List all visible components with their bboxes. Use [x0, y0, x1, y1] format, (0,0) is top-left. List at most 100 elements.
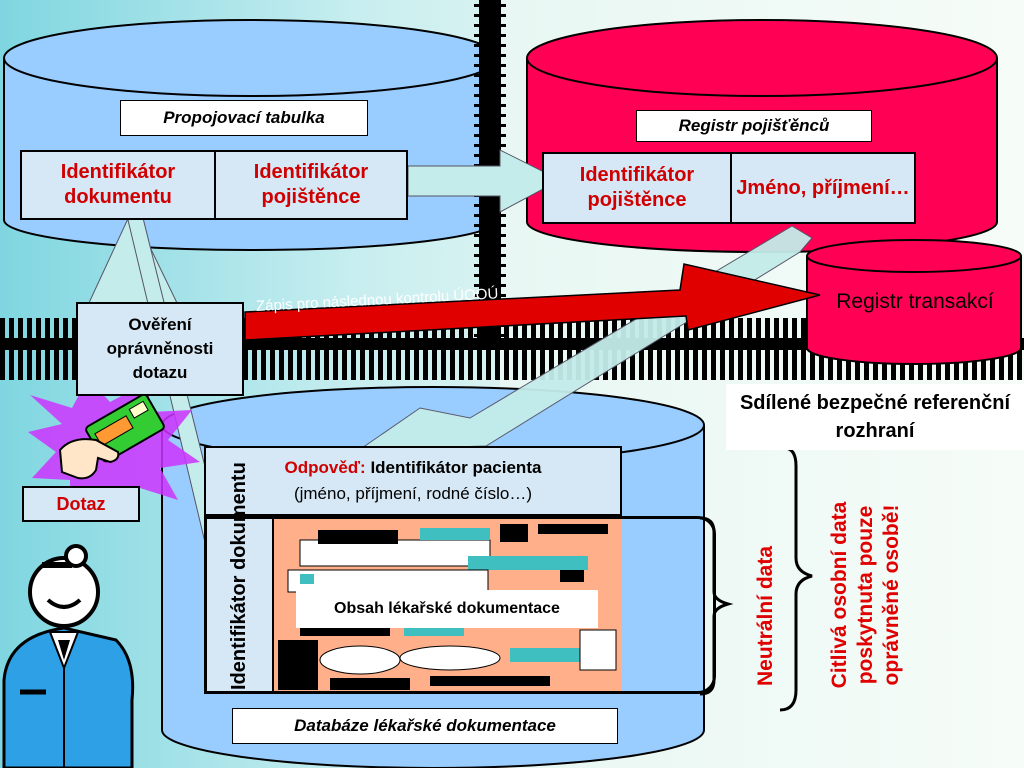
pole-tick	[474, 114, 506, 117]
pole-tick	[474, 144, 506, 147]
fence-post	[531, 318, 536, 380]
pole-tick	[474, 4, 506, 7]
pole-tick	[474, 24, 506, 27]
fence-post	[72, 318, 77, 380]
fence-post	[477, 318, 482, 380]
fence-post	[432, 318, 437, 380]
fence-post	[576, 318, 581, 380]
fence-post	[774, 318, 779, 380]
fence-post	[783, 318, 788, 380]
card-in-hand-icon	[58, 393, 165, 480]
fence-post	[18, 318, 23, 380]
fence-post	[549, 318, 554, 380]
shared-interface-label: Sdílené bezpečné referenční rozhraní	[726, 384, 1024, 450]
document-row-outline	[204, 516, 716, 694]
pole-tick	[474, 254, 506, 257]
fence-post	[405, 318, 410, 380]
fence-post	[288, 318, 293, 380]
database-label: Databáze lékařské dokumentace	[232, 708, 618, 744]
fence-post	[513, 318, 518, 380]
pole-tick	[474, 54, 506, 57]
pole-tick	[474, 14, 506, 17]
linking-table-col-document-id: Identifikátor dokumentu	[20, 150, 216, 220]
linking-table-title: Propojovací tabulka	[120, 100, 368, 136]
authorization-box: Ověření oprávněnosti dotazu	[76, 302, 244, 396]
pole-tick	[474, 294, 506, 297]
linking-table-col-insured-id: Identifikátor pojištěnce	[214, 150, 408, 220]
fence-post	[270, 318, 275, 380]
fence-post	[522, 318, 527, 380]
insured-registry-col-insured-id: Identifikátor pojištěnce	[542, 152, 732, 224]
fence-post	[333, 318, 338, 380]
pole-tick	[474, 154, 506, 157]
fence-post	[540, 318, 545, 380]
fence-post	[567, 318, 572, 380]
fence-post	[738, 318, 743, 380]
pole-tick	[474, 44, 506, 47]
red-arrow-to-transaction-registry	[244, 263, 821, 341]
fence-post	[315, 318, 320, 380]
pole-tick	[474, 274, 506, 277]
insured-registry-title: Registr pojišťěnců	[636, 110, 872, 142]
fence-post	[63, 318, 68, 380]
pole-tick	[474, 234, 506, 237]
fence-post	[369, 318, 374, 380]
response-detail: (jméno, příjmení, rodné číslo…)	[293, 484, 533, 503]
doctor-icon	[2, 544, 135, 768]
fence-post	[441, 318, 446, 380]
fence-post	[675, 318, 680, 380]
transaction-registry-label: Registr transakcí	[836, 290, 994, 313]
pole-tick	[474, 94, 506, 97]
fence-post	[450, 318, 455, 380]
fence-post	[495, 318, 500, 380]
fence-post	[297, 318, 302, 380]
pole-tick	[474, 334, 506, 337]
fence-post	[684, 318, 689, 380]
neutral-data-label: Neutrální data	[754, 545, 777, 687]
document-content-label: Obsah lékařské dokumentace	[296, 590, 598, 628]
pole-tick	[474, 134, 506, 137]
fence-post	[504, 318, 509, 380]
fence-post	[27, 318, 32, 380]
pole-tick	[474, 74, 506, 77]
insured-registry-col-name: Jméno, příjmení…	[730, 152, 916, 224]
fence-post	[36, 318, 41, 380]
pole-tick	[474, 84, 506, 87]
pole-tick	[474, 204, 506, 207]
fence-post	[9, 318, 14, 380]
fence-post	[792, 318, 797, 380]
fence-post	[387, 318, 392, 380]
fence-post	[360, 318, 365, 380]
fence-post	[666, 318, 671, 380]
pole-tick	[474, 104, 506, 107]
fence-post	[351, 318, 356, 380]
pole-tick	[474, 284, 506, 287]
pole-tick	[474, 224, 506, 227]
fence-post	[378, 318, 383, 380]
query-label: Dotaz	[22, 486, 140, 522]
fence-post	[423, 318, 428, 380]
pole-tick	[474, 124, 506, 127]
arrow-to-insured-registry	[407, 149, 562, 213]
fence-post	[279, 318, 284, 380]
sensitive-data-label: Citlivá osobní data poskytnuta pouze opr…	[828, 501, 903, 689]
fence-post	[414, 318, 419, 380]
fence-post	[45, 318, 50, 380]
fence-post	[0, 318, 5, 380]
response-box: Odpověď: Identifikátor pacienta (jméno, …	[204, 446, 622, 516]
fence-post	[342, 318, 347, 380]
fence-post	[801, 318, 806, 380]
pole-tick	[474, 244, 506, 247]
fence-post	[558, 318, 563, 380]
fence-post	[648, 318, 653, 380]
response-title: Identifikátor pacienta	[370, 458, 542, 477]
fence-post	[468, 318, 473, 380]
response-prefix: Odpověď:	[284, 458, 366, 477]
pole-tick	[474, 264, 506, 267]
fence-post	[54, 318, 59, 380]
sensitive-data-brace	[779, 446, 813, 712]
fence-post	[396, 318, 401, 380]
fence-post	[657, 318, 662, 380]
fence-post	[720, 318, 725, 380]
fence-post	[702, 318, 707, 380]
